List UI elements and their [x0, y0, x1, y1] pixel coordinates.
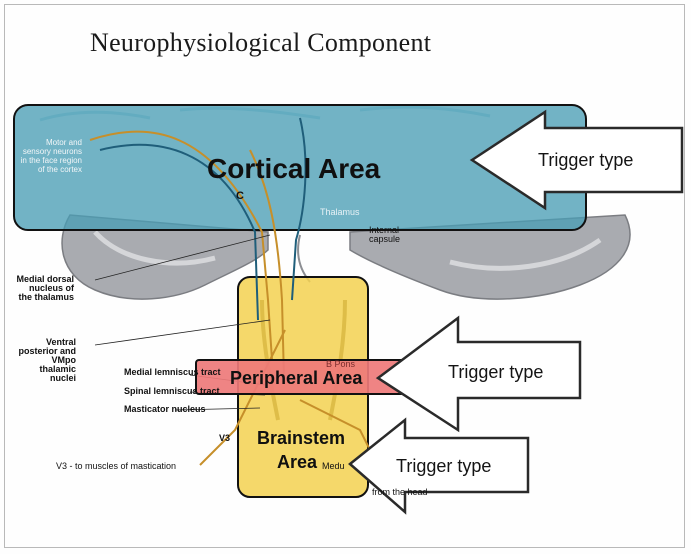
- thalamus-label: Thalamus: [320, 208, 360, 217]
- spinal-lemniscus-label: Spinal lemniscus tract: [124, 387, 220, 396]
- cortical-area-label: Cortical Area: [207, 153, 380, 185]
- b-pons-label: B Pons: [326, 360, 355, 369]
- cortical-trigger-label: Trigger type: [538, 150, 633, 171]
- internal-capsule-label: Internal capsule: [369, 226, 417, 244]
- brainstem-trigger-label: Trigger type: [396, 456, 491, 477]
- medial-lemniscus-label: Medial lemniscus tract: [124, 368, 221, 377]
- ventral-posterior-label: Ventral posterior and VMpo thalamic nucl…: [18, 338, 76, 383]
- v3-muscles-label: V3 - to muscles of mastication: [56, 462, 176, 471]
- motor-neurons-label: Motor and sensory neurons in the face re…: [20, 138, 82, 174]
- brainstem-area-label-line1: Brainstem: [257, 428, 345, 449]
- slide-title: Neurophysiological Component: [90, 28, 431, 58]
- masticator-label: Masticator nucleus: [124, 405, 206, 414]
- medulla-label: Medu: [322, 462, 345, 471]
- peripheral-trigger-label: Trigger type: [448, 362, 543, 383]
- c-marker-label: C: [236, 192, 244, 201]
- medial-dorsal-label: Medial dorsal nucleus of the thalamus: [14, 275, 74, 302]
- v3-marker-label: V3: [219, 434, 230, 443]
- from-head-label: from the head: [372, 488, 428, 497]
- peripheral-area-label: Peripheral Area: [230, 368, 362, 389]
- brainstem-area-label-line2: Area: [277, 452, 317, 473]
